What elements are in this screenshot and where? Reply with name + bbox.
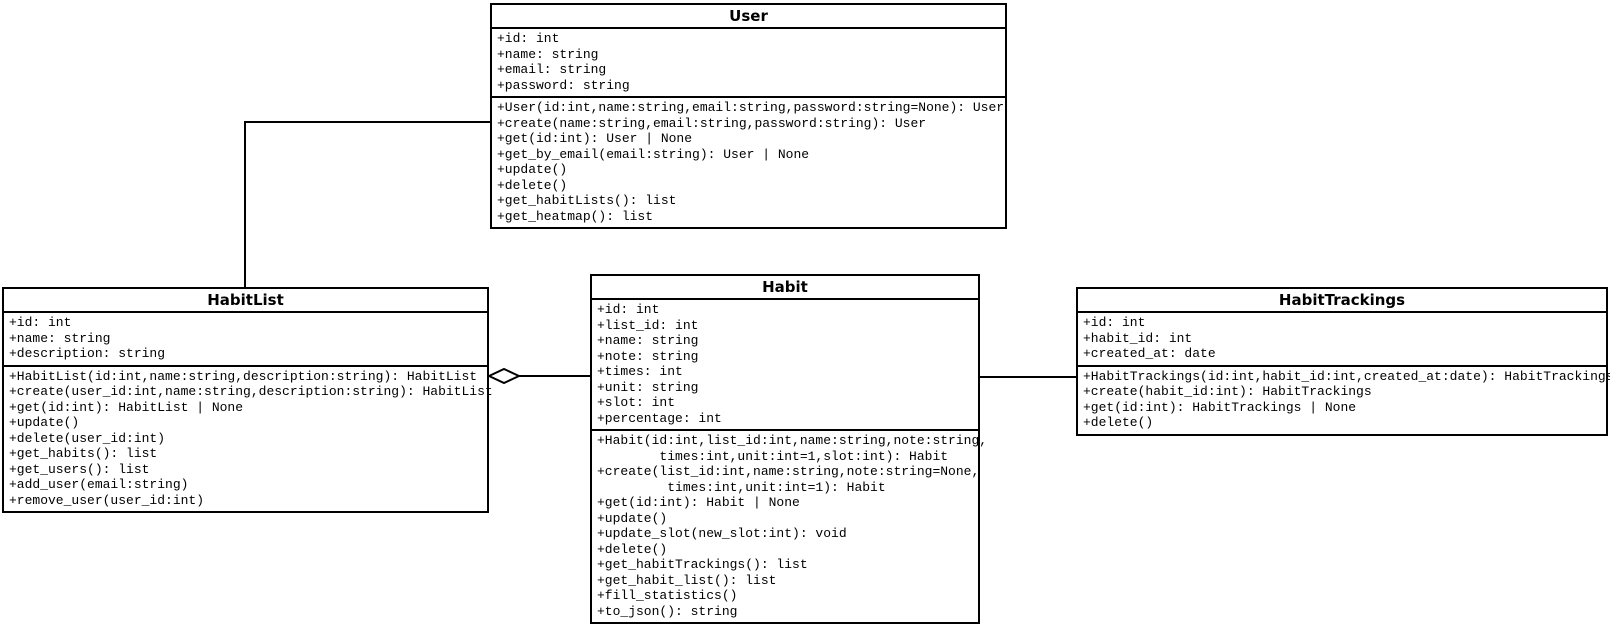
class-attributes-habit: +id: int+list_id: int+name: string+note:… bbox=[592, 300, 978, 431]
class-member-row: +User(id:int,name:string,email:string,pa… bbox=[497, 100, 1005, 115]
class-member-row: +id: int bbox=[9, 315, 72, 330]
class-member-row: +to_json(): string bbox=[597, 603, 738, 619]
class-member-row: +get_heatmap(): list bbox=[497, 208, 654, 224]
class-attributes-user: +id: int+name: string+email: string+pass… bbox=[492, 29, 1005, 98]
class-member-row: +update() bbox=[9, 415, 80, 430]
class-member-row: +delete() bbox=[597, 541, 668, 557]
class-member-row: +get_habitTrackings(): list bbox=[597, 557, 808, 572]
habit-habittrackings-connector bbox=[980, 376, 1076, 378]
class-methods-habitlist: +HabitList(id:int,name:string,descriptio… bbox=[4, 367, 493, 512]
class-methods-habittrackings: +HabitTrackings(id:int,habit_id:int,crea… bbox=[1078, 367, 1610, 434]
class-attributes-habittrackings: +id: int+habit_id: int+created_at: date bbox=[1078, 313, 1606, 367]
class-member-row: times:int,unit:int=1): Habit bbox=[597, 479, 886, 495]
class-box-user: User +id: int+name: string+email: string… bbox=[490, 3, 1007, 229]
class-member-row: +update_slot(new_slot:int): void bbox=[597, 526, 847, 541]
class-member-row: +get_habits(): list bbox=[9, 446, 158, 461]
class-member-row: +update() bbox=[597, 510, 668, 526]
class-member-row: +habit_id: int bbox=[1083, 330, 1193, 346]
class-title-habittrackings: HabitTrackings bbox=[1078, 289, 1606, 313]
class-box-habit: Habit +id: int+list_id: int+name: string… bbox=[590, 274, 988, 624]
habitlist-habit-connector bbox=[518, 375, 590, 377]
class-member-row: +list_id: int bbox=[597, 317, 699, 333]
class-member-row: +create(name:string,email:string,passwor… bbox=[497, 115, 927, 131]
user-habitlist-connector-vertical bbox=[244, 121, 246, 287]
class-box-habittrackings: HabitTrackings +id: int+habit_id: int+cr… bbox=[1076, 287, 1610, 436]
class-box-habitlist: HabitList +id: int+name: string+descript… bbox=[2, 287, 493, 513]
class-member-row: +get_by_email(email:string): User | None bbox=[497, 146, 810, 162]
class-attributes-habitlist: +id: int+name: string+description: strin… bbox=[4, 313, 487, 367]
class-member-row: +get(id:int): HabitTrackings | None bbox=[1083, 399, 1357, 415]
class-title-habit: Habit bbox=[592, 276, 978, 300]
class-member-row: +get(id:int): Habit | None bbox=[597, 495, 800, 510]
class-member-row: +note: string bbox=[597, 348, 699, 364]
class-member-row: +password: string bbox=[497, 77, 630, 93]
aggregation-diamond-icon bbox=[487, 367, 521, 385]
class-member-row: +delete(user_id:int) bbox=[9, 430, 166, 446]
class-member-row: +id: int bbox=[1083, 315, 1146, 330]
class-member-row: +add_user(email:string) bbox=[9, 477, 189, 492]
class-title-user: User bbox=[492, 5, 1005, 29]
class-member-row: +times: int bbox=[597, 364, 683, 379]
class-member-row: times:int,unit:int=1,slot:int): Habit bbox=[597, 448, 949, 464]
class-member-row: +slot: int bbox=[597, 395, 676, 410]
class-member-row: +remove_user(user_id:int) bbox=[9, 492, 205, 508]
class-member-row: +delete() bbox=[1083, 415, 1154, 430]
class-member-row: +unit: string bbox=[597, 379, 699, 395]
user-habitlist-connector-horizontal bbox=[244, 121, 490, 123]
class-member-row: +id: int bbox=[497, 31, 560, 46]
class-member-row: +Habit(id:int,list_id:int,name:string,no… bbox=[597, 433, 988, 448]
class-member-row: +create(list_id:int,name:string,note:str… bbox=[597, 464, 980, 479]
class-member-row: +percentage: int bbox=[597, 410, 722, 426]
class-member-row: +create(habit_id:int): HabitTrackings bbox=[1083, 384, 1372, 399]
class-member-row: +get_habitLists(): list bbox=[497, 193, 677, 208]
class-member-row: +name: string bbox=[597, 333, 699, 348]
class-member-row: +description: string bbox=[9, 346, 166, 361]
class-member-row: +name: string bbox=[497, 46, 599, 62]
class-member-row: +id: int bbox=[597, 302, 660, 317]
class-methods-user: +User(id:int,name:string,email:string,pa… bbox=[492, 98, 1005, 227]
class-methods-habit: +Habit(id:int,list_id:int,name:string,no… bbox=[592, 431, 988, 622]
class-member-row: +name: string bbox=[9, 330, 111, 346]
class-member-row: +delete() bbox=[497, 177, 568, 193]
class-member-row: +get_habit_list(): list bbox=[597, 572, 777, 588]
class-member-row: +created_at: date bbox=[1083, 346, 1216, 361]
class-member-row: +get(id:int): HabitList | None bbox=[9, 399, 244, 415]
class-title-habitlist: HabitList bbox=[4, 289, 487, 313]
class-member-row: +update() bbox=[497, 162, 568, 177]
class-member-row: +HabitList(id:int,name:string,descriptio… bbox=[9, 368, 478, 384]
class-member-row: +create(user_id:int,name:string,descript… bbox=[9, 384, 493, 399]
class-member-row: +get_users(): list bbox=[9, 461, 150, 477]
class-member-row: +email: string bbox=[497, 62, 607, 77]
class-member-row: +get(id:int): User | None bbox=[497, 131, 693, 146]
class-member-row: +fill_statistics() bbox=[597, 588, 738, 603]
class-member-row: +HabitTrackings(id:int,habit_id:int,crea… bbox=[1083, 368, 1610, 384]
